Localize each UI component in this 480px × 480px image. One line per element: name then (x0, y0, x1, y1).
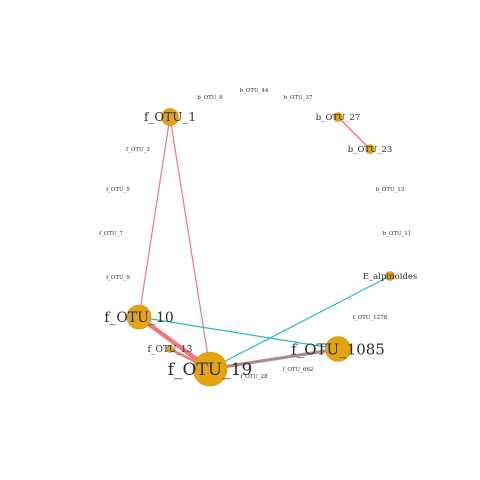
node-f_OTU_19 (192, 351, 228, 387)
node-layer (126, 108, 395, 387)
node-f_OTU_10 (126, 304, 152, 330)
node-label-f_OTU_28: f_OTU_28 (240, 374, 268, 380)
node-label-f_OTU_1278: f_OTU_1278 (353, 315, 388, 321)
node-f_OTU_1 (161, 108, 179, 126)
edge-f_OTU_19-E_alpinoides (209, 275, 391, 370)
node-label-b_OTU_13: b_OTU_13 (376, 187, 405, 193)
node-label-b_OTU_27: b_OTU_27 (316, 113, 361, 123)
node-label-f_OTU_13: f_OTU_13 (148, 345, 193, 355)
node-label-b_OTU_44: b_OTU_44 (240, 88, 269, 94)
node-f_OTU_13 (166, 345, 174, 353)
node-label-f_OTU_7: f_OTU_7 (99, 231, 123, 237)
node-b_OTU_23 (365, 144, 375, 154)
node-label-b_OTU_8: b_OTU_8 (197, 95, 223, 101)
node-label-f_OTU_1: f_OTU_1 (144, 110, 196, 124)
edge-f_OTU_19-f_OTU_1085 (209, 348, 339, 370)
node-label-b_OTU_11: b_OTU_11 (383, 231, 412, 237)
node-label-E_alpinoides: E_alpinoides (363, 272, 418, 282)
edge-f_OTU_10-f_OTU_1085 (138, 316, 339, 350)
edge-b_OTU_27-b_OTU_23 (337, 116, 371, 150)
node-label-f_OTU_5: f_OTU_5 (106, 187, 130, 193)
node-label-b_OTU_37: b_OTU_37 (284, 95, 313, 101)
label-layer: f_OTU_1 b_OTU_8 b_OTU_44 b_OTU_37 b_OTU_27 b_… (99, 88, 417, 380)
edge-f_OTU_1-f_OTU_10 (138, 116, 171, 318)
node-label-b_OTU_23: b_OTU_23 (348, 145, 393, 155)
node-label-f_OTU_3: f_OTU_3 (126, 147, 150, 153)
node-label-f_OTU_19: f_OTU_19 (168, 360, 253, 380)
node-E_alpinoides (385, 271, 395, 281)
node-label-f_OTU_662: f_OTU_662 (283, 367, 314, 373)
node-label-f_OTU_10: f_OTU_10 (104, 310, 174, 326)
edge-f_OTU_1-f_OTU_19 (169, 116, 211, 370)
node-f_OTU_1085 (325, 336, 351, 362)
node-label-f_OTU_9: f_OTU_9 (106, 275, 130, 281)
node-b_OTU_27 (333, 112, 343, 122)
node-label-f_OTU_1085: f_OTU_1085 (291, 340, 385, 358)
